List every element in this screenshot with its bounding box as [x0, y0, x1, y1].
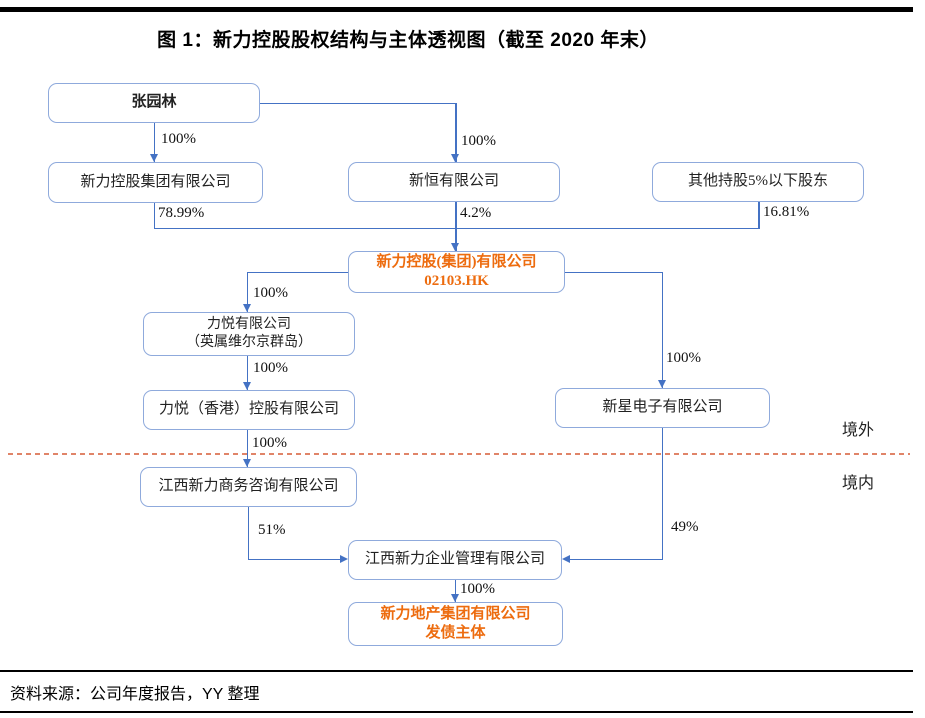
- node-jiangxi-consulting: 江西新力商务咨询有限公司: [140, 467, 357, 507]
- connector-zhang-to-xinheng-v: [455, 103, 457, 162]
- connector-xinheng-to-listco: [455, 202, 457, 251]
- connector-mgmt-to-property: [454, 580, 456, 602]
- node-label-line2: 发债主体: [425, 625, 486, 641]
- arrowhead-down-icon: [149, 154, 158, 162]
- arrowhead-left-icon: [562, 555, 570, 563]
- node-zhang-yuanlin: 张园林: [48, 83, 260, 123]
- arrowhead-down-icon: [451, 154, 459, 162]
- node-label: 力悦（香港）控股有限公司: [158, 401, 339, 418]
- pct-others-to-listco: 16.81%: [763, 204, 810, 220]
- node-label-line1: 新力控股(集团)有限公司: [376, 253, 537, 270]
- node-liyue-hk: 力悦（香港）控股有限公司: [143, 390, 355, 430]
- node-label: 新星电子有限公司: [602, 399, 723, 416]
- node-label-line2: 02103.HK: [424, 273, 489, 289]
- source-note: 资料来源：公司年度报告，YY 整理: [10, 686, 260, 703]
- node-xinxing-electronics: 新星电子有限公司: [555, 388, 770, 428]
- pct-consulting-to-mgmt: 51%: [258, 522, 286, 538]
- arrowhead-down-icon: [657, 380, 666, 388]
- connector-hk-to-consulting: [246, 430, 248, 467]
- node-label-line1: 新力地产集团有限公司: [380, 605, 531, 622]
- node-liyue-bvi: 力悦有限公司 （英属维尔京群岛）: [143, 312, 355, 356]
- node-label: 张园林: [131, 94, 177, 111]
- pct-bvi-to-hk: 100%: [253, 360, 288, 376]
- pct-xinheng-to-listco: 4.2%: [460, 205, 492, 221]
- connector-listco-left-h: [247, 271, 348, 273]
- arrowhead-down-icon: [242, 382, 251, 390]
- label-onshore: 境内: [842, 475, 875, 492]
- node-listed-company: 新力控股(集团)有限公司 02103.HK: [348, 251, 565, 293]
- connector-consulting-to-mgmt-h: [247, 558, 341, 560]
- connector-listco-to-xinxing: [661, 272, 663, 388]
- pct-listco-to-bvi: 100%: [253, 285, 288, 301]
- connector-bvi-to-hk: [246, 356, 248, 390]
- top-divider-bar: [0, 7, 913, 12]
- pct-xinxing-to-mgmt: 49%: [671, 519, 699, 535]
- connector-xinxing-to-mgmt-h: [570, 558, 662, 560]
- connector-listco-to-bvi: [246, 272, 248, 312]
- pct-group-to-listco: 78.99%: [158, 205, 205, 221]
- pct-mgmt-to-property: 100%: [460, 581, 495, 597]
- connector-xinxing-drop: [661, 428, 663, 560]
- pct-hk-to-consulting: 100%: [252, 435, 287, 451]
- arrowhead-right-icon: [340, 555, 348, 563]
- arrowhead-down-icon: [242, 304, 251, 312]
- label-offshore: 境外: [842, 422, 875, 439]
- connector-zhang-to-group: [153, 123, 155, 162]
- node-xinli-property-issuer: 新力地产集团有限公司 发债主体: [348, 602, 563, 646]
- connector-consulting-drop: [247, 507, 249, 560]
- node-other-shareholders: 其他持股5%以下股东: [652, 162, 864, 202]
- connector-others-drop: [758, 202, 760, 229]
- node-label: 其他持股5%以下股东: [688, 173, 828, 190]
- arrowhead-down-icon: [242, 459, 251, 467]
- connector-listco-right-h: [565, 271, 662, 273]
- node-label: 新恒有限公司: [408, 173, 499, 190]
- figure-title: 图 1：新力控股股权结构与主体透视图（截至 2020 年末）: [157, 30, 659, 51]
- connector-group-drop: [153, 203, 155, 229]
- connector-zhang-to-xinheng-h: [260, 102, 456, 104]
- footer-bottom-rule: [0, 711, 913, 713]
- node-jiangxi-management: 江西新力企业管理有限公司: [348, 540, 562, 580]
- node-label: 新力控股集团有限公司: [80, 173, 231, 190]
- node-xinli-holdings-group: 新力控股集团有限公司: [48, 162, 263, 203]
- node-label: 江西新力企业管理有限公司: [364, 551, 545, 568]
- pct-listco-to-xinxing: 100%: [666, 350, 701, 366]
- pct-zhang-to-xinheng: 100%: [461, 133, 496, 149]
- node-label-line2: （英属维尔京群岛）: [186, 335, 312, 350]
- onshore-offshore-divider: [8, 453, 910, 455]
- arrowhead-down-icon: [451, 243, 459, 251]
- node-label-line1: 力悦有限公司: [207, 316, 291, 332]
- arrowhead-down-icon: [450, 594, 459, 602]
- node-label: 江西新力商务咨询有限公司: [158, 478, 339, 495]
- node-xinheng: 新恒有限公司: [348, 162, 560, 202]
- footer-top-rule: [0, 670, 913, 672]
- pct-zhang-to-group: 100%: [161, 131, 196, 147]
